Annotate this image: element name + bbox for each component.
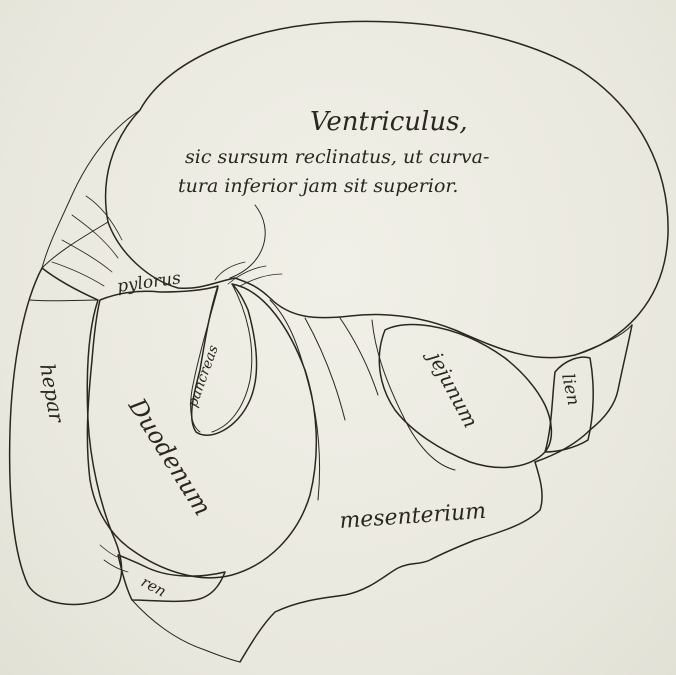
mesentery-fold-1 bbox=[270, 300, 320, 500]
kidney-lower-edge bbox=[132, 600, 240, 662]
label-ventriculus: Ventriculus, bbox=[310, 107, 468, 137]
label-ren: ren bbox=[138, 573, 169, 601]
label-lien: lien bbox=[557, 372, 583, 407]
label-jejunum: jejunum bbox=[422, 345, 483, 432]
duodenum-outline bbox=[87, 284, 316, 578]
duodenum-hatching bbox=[100, 545, 128, 572]
label-mesenterium: mesenterium bbox=[339, 499, 487, 534]
mesentery-fold-2 bbox=[305, 318, 345, 420]
label-hepar: hepar bbox=[35, 362, 69, 426]
label-pylorus: pylorus bbox=[116, 268, 182, 297]
liver-back-lobe bbox=[42, 110, 140, 268]
label-ventriculus-desc-1: sic sursum reclinatus, ut curva- bbox=[185, 146, 489, 168]
pancreas-outline bbox=[191, 284, 252, 432]
label-duodenum: Duodenum bbox=[122, 392, 216, 520]
liver-outline bbox=[10, 268, 122, 604]
label-ventriculus-desc-2: tura inferior jam sit superior. bbox=[178, 175, 458, 197]
liver-vessels bbox=[52, 196, 122, 286]
mesentery-fold-3 bbox=[340, 318, 378, 395]
stomach-pylorus-folds bbox=[215, 262, 282, 286]
label-pancreas: pancreas bbox=[185, 343, 222, 409]
mesentery-outline bbox=[240, 462, 542, 662]
